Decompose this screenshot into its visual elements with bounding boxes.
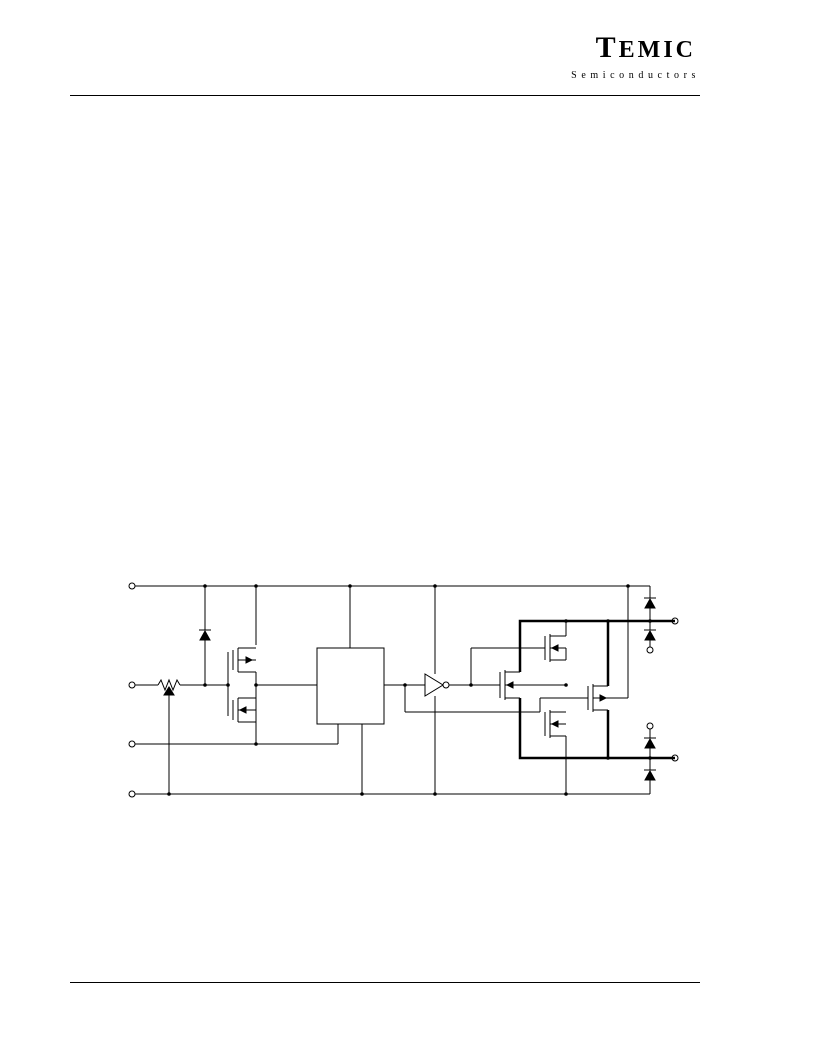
footer-rule: [70, 982, 700, 983]
supply-rails: [135, 585, 650, 795]
output-clamp-diodes: [644, 586, 656, 794]
junction-dots: [167, 584, 652, 796]
brand-rest: EMIC: [618, 37, 696, 63]
input-clamp-diode: [199, 586, 211, 685]
temic-logo: TEMIC Semiconductors: [571, 32, 696, 82]
terminal-pins: [128, 582, 679, 798]
output-bold-traces: [518, 619, 675, 760]
inverter-buffer: [384, 586, 540, 794]
header-rule: [70, 95, 700, 96]
brand-subtitle: Semiconductors: [571, 70, 700, 81]
input-mosfet-pair: [227, 586, 317, 744]
brand-wordmark: TEMIC: [571, 32, 696, 66]
input-resistor: [135, 678, 228, 794]
output-stage: [470, 586, 629, 794]
brand-initial: T: [595, 31, 619, 64]
logic-block: [316, 647, 385, 725]
